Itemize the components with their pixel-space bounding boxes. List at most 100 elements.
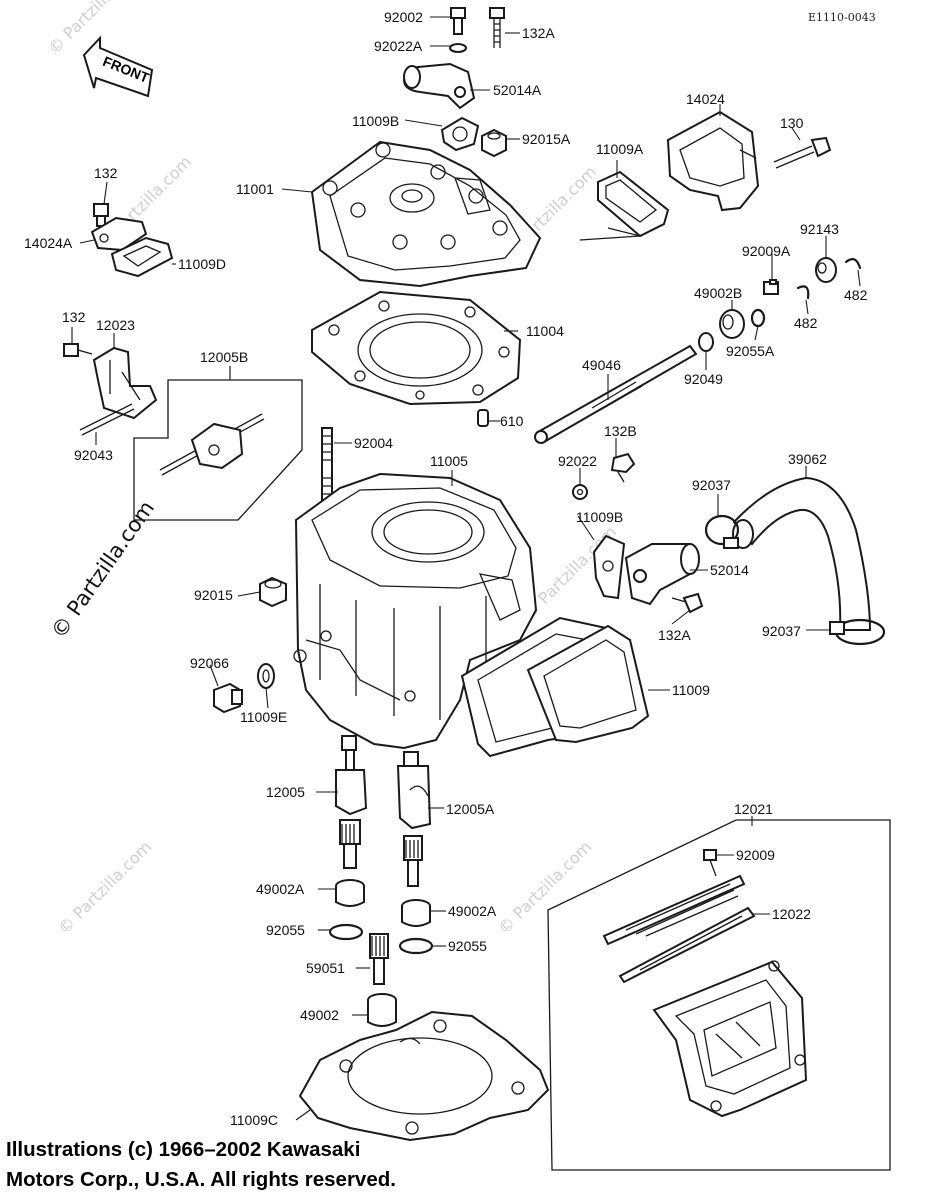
dowel-pin-610-icon xyxy=(477,409,489,427)
callout-11005: 11005 xyxy=(430,453,468,469)
gasket-11009-icon xyxy=(460,616,650,758)
callout-12005b: 12005B xyxy=(200,349,248,365)
water-fitting-52014-icon xyxy=(624,543,700,606)
callout-12022: 12022 xyxy=(772,906,811,922)
callout-59051: 59051 xyxy=(306,960,345,976)
leader-lines xyxy=(71,16,861,1121)
reed-block-icon xyxy=(652,960,808,1118)
washer-92049-icon xyxy=(698,332,714,352)
callout-92022: 92022 xyxy=(558,453,597,469)
callout-92015a: 92015A xyxy=(522,131,571,147)
front-arrow-icon: FRONT xyxy=(82,35,154,98)
clamp-92037-bot-icon xyxy=(829,618,886,646)
hose-39062-icon xyxy=(732,476,872,631)
bolt-92009a-icon xyxy=(763,279,779,295)
watermark: © Partzilla.com xyxy=(494,837,595,938)
callout-49002: 49002 xyxy=(300,1007,339,1023)
valve-12005a-icon xyxy=(396,751,432,887)
callout-92043: 92043 xyxy=(74,447,113,463)
callout-92055-left: 92055 xyxy=(266,922,305,938)
copyright-line-2: Motors Corp., U.S.A. All rights reserved… xyxy=(6,1168,396,1191)
bolt-92009-icon xyxy=(703,849,717,877)
valve-12005b-icon xyxy=(159,413,265,476)
bolt-132a-icon xyxy=(489,7,505,48)
callout-610: 610 xyxy=(500,413,524,429)
gasket-11009a-icon xyxy=(579,170,670,241)
pin-92043-icon xyxy=(79,403,135,436)
callout-92049: 92049 xyxy=(684,371,723,387)
callout-11004: 11004 xyxy=(526,323,564,339)
watermark-large: © Partzilla.com xyxy=(46,496,159,643)
bolt-132-mid-icon xyxy=(63,343,93,357)
callout-12005a: 12005A xyxy=(446,801,495,817)
callout-132: 132 xyxy=(94,165,118,181)
bolt-132a-mid-icon xyxy=(671,592,704,614)
o-ring-92055-right-icon xyxy=(398,937,434,955)
nut-92015-icon xyxy=(259,576,287,608)
callout-132a: 132A xyxy=(522,25,555,41)
callout-482: 482 xyxy=(794,315,818,331)
bolt-130-icon xyxy=(773,136,832,169)
nut-92015a-icon xyxy=(481,128,507,158)
gasket-11009d-icon xyxy=(110,236,174,278)
valve-12005b-frame xyxy=(133,379,303,521)
bolt-132b-icon xyxy=(610,452,636,483)
callout-92009: 92009 xyxy=(736,847,775,863)
cylinder-11005-icon xyxy=(293,472,538,750)
callout-49002a-right: 49002A xyxy=(448,903,497,919)
callout-12005: 12005 xyxy=(266,784,305,800)
reed-valve-12021-frame xyxy=(547,819,891,1171)
callout-92055a: 92055A xyxy=(726,343,775,359)
callout-12021: 12021 xyxy=(734,801,773,817)
gasket-11009b-mid-icon xyxy=(592,534,626,600)
cover-14024-icon xyxy=(666,110,760,212)
cylinder-head-11001-icon xyxy=(310,140,542,288)
water-fitting-52014a-icon xyxy=(402,62,476,110)
callout-11009: 11009 xyxy=(672,682,710,698)
clip-482-b-icon xyxy=(796,285,810,300)
washer-11009e-icon xyxy=(257,663,275,689)
callout-482: 482 xyxy=(844,287,868,303)
reed-stopper-12022-icon xyxy=(618,906,756,984)
callout-52014: 52014 xyxy=(710,562,749,578)
callout-11009c: 11009C xyxy=(230,1112,278,1128)
callout-52014a: 52014A xyxy=(493,82,542,98)
callout-49046: 49046 xyxy=(582,357,621,373)
diagram-code: E1110-0043 xyxy=(808,11,876,24)
watermark: © Partzilla.com xyxy=(54,837,155,938)
plate-14024a-icon xyxy=(90,216,148,252)
callout-39062: 39062 xyxy=(788,451,827,467)
callout-11009b-mid: 11009B xyxy=(576,509,623,525)
valve-12005-icon xyxy=(335,735,368,869)
seal-49002a-left-icon xyxy=(335,879,365,907)
o-ring-92055-left-icon xyxy=(328,923,364,941)
callout-14024: 14024 xyxy=(686,91,725,107)
bracket-12023-icon xyxy=(92,346,158,420)
callout-92143: 92143 xyxy=(800,221,839,237)
callout-92009a: 92009A xyxy=(742,243,791,259)
base-gasket-11009c-icon xyxy=(298,1010,550,1142)
plug-92066-icon xyxy=(213,682,243,714)
callout-49002a-left: 49002A xyxy=(256,881,305,897)
callout-11001: 11001 xyxy=(236,181,274,197)
callout-11009b: 11009B xyxy=(352,113,399,129)
callout-11009a: 11009A xyxy=(596,141,644,157)
reed-plate-icon xyxy=(602,874,746,946)
seal-49002b-icon xyxy=(719,309,745,339)
bushing-92143-icon xyxy=(815,257,837,283)
gear-59051-icon xyxy=(369,933,389,985)
callout-132-mid: 132 xyxy=(62,309,86,325)
bolt-132-left-icon xyxy=(93,203,109,227)
clamp-92037-top-icon xyxy=(704,514,740,549)
bolt-92002-icon xyxy=(449,7,467,53)
washer-92022-icon xyxy=(572,484,588,500)
callout-130: 130 xyxy=(780,115,804,131)
callout-92037-bot: 92037 xyxy=(762,623,801,639)
clip-482-a-icon xyxy=(844,258,862,270)
seal-49002a-right-icon xyxy=(401,899,431,927)
callout-11009d: 11009D xyxy=(178,256,226,272)
callout-92037: 92037 xyxy=(692,477,731,493)
callout-92055-right: 92055 xyxy=(448,938,487,954)
callout-132a-mid: 132A xyxy=(658,627,691,643)
